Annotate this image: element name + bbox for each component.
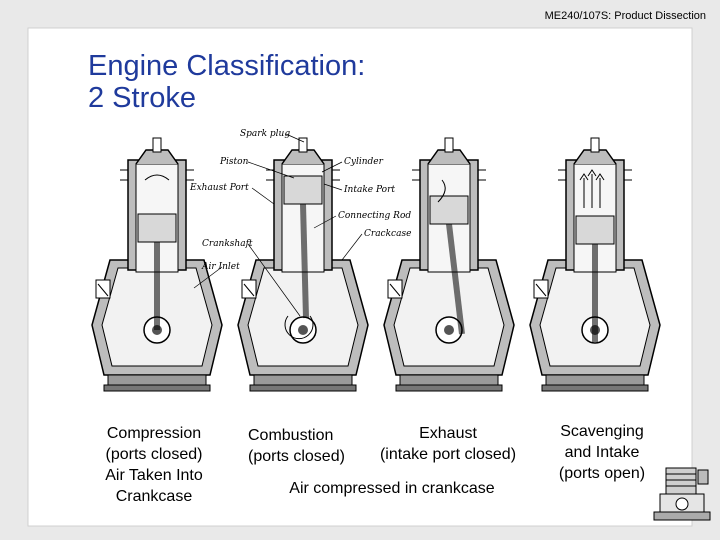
label-crankshaft: Crankshaft	[202, 239, 253, 249]
label-exhaust-port: Exhaust Port	[189, 183, 249, 193]
label-leader-lines	[193, 133, 363, 317]
title-line-1: Engine Classification:	[88, 50, 366, 82]
engine-scavenging-stage	[529, 137, 661, 392]
caption-exhaust: Exhaust (intake port closed)	[379, 425, 517, 463]
title-line-2: 2 Stroke	[88, 82, 196, 114]
label-piston: Piston	[219, 157, 249, 167]
label-intake-port: Intake Port	[343, 185, 395, 195]
label-connecting-rod: Connecting Rod	[338, 211, 411, 221]
caption-combustion: Combustion (ports closed)	[248, 427, 345, 465]
label-cylinder: Cylinder	[344, 157, 384, 167]
label-spark-plug: Spark plug	[240, 129, 290, 139]
engine-exhaust-stage	[383, 137, 515, 392]
engine-combustion-stage	[237, 137, 369, 392]
slide-title: Engine Classification: 2 Stroke	[88, 50, 365, 114]
two-stroke-engine-diagram: Spark plug Piston Cylinder Exhaust Port …	[91, 129, 661, 392]
small-engine-illustration	[653, 467, 711, 521]
caption-compression: Compression (ports closed) Air Taken Int…	[105, 425, 203, 505]
caption-scavenging: Scavenging and Intake (ports open)	[558, 423, 646, 482]
engine-compression-stage	[91, 137, 223, 392]
label-crankcase: Crackcase	[364, 229, 411, 239]
label-air-inlet: Air Inlet	[201, 262, 240, 272]
course-header: ME240/107S: Product Dissection	[544, 10, 706, 22]
caption-air-compressed: Air compressed in crankcase	[289, 480, 495, 497]
